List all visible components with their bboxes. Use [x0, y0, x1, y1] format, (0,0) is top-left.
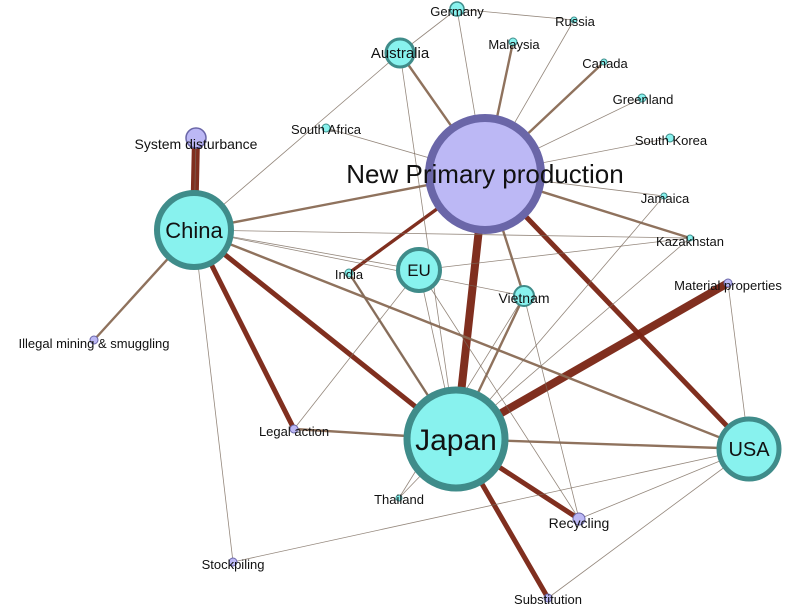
node-illegal: [89, 335, 99, 345]
node-greenland: [637, 93, 647, 103]
node-substitution: [543, 593, 553, 603]
node-sysdist: [185, 127, 207, 149]
node-canada: [600, 58, 608, 66]
edge-japan-jamaica: [455, 195, 665, 440]
edge-eu-legal: [293, 269, 420, 430]
edge-vietnam-recycling: [523, 295, 580, 520]
label-china: China: [165, 218, 223, 243]
node-usa: [716, 416, 782, 482]
node-india: [344, 268, 354, 278]
label-npp: New Primary production: [346, 159, 623, 189]
node-southafrica: [321, 123, 331, 133]
node-japan: [403, 386, 509, 492]
label-russia: Russia: [555, 14, 596, 29]
label-stockpiling: Stockpiling: [202, 557, 265, 572]
label-southafrica: South Africa: [291, 122, 362, 137]
node-recycling: [572, 512, 586, 526]
node-australia: [384, 37, 416, 69]
node-thailand: [395, 494, 403, 502]
edge-china-kazakhstan: [193, 229, 691, 239]
label-australia: Australia: [371, 45, 430, 62]
label-usa: USA: [728, 439, 770, 461]
node-germany: [449, 1, 465, 17]
label-vietnam: Vietnam: [498, 290, 549, 306]
label-canada: Canada: [582, 56, 628, 71]
label-india: India: [335, 267, 364, 282]
edge-australia-japan: [399, 52, 457, 440]
edge-china-japan: [191, 227, 459, 442]
label-illegal: Illegal mining & smuggling: [18, 336, 169, 351]
label-malaysia: Malaysia: [488, 37, 540, 52]
edge-china-usa: [192, 228, 751, 451]
label-eu: EU: [407, 261, 431, 280]
edge-usa-stockpiling: [232, 448, 750, 563]
label-thailand: Thailand: [374, 492, 424, 507]
edge-australia-china: [193, 52, 401, 231]
node-legal: [289, 424, 299, 434]
edge-usa-substitution: [547, 448, 750, 599]
edge-npp-usa: [482, 171, 752, 452]
edge-china-stockpiling: [193, 229, 234, 563]
node-china: [154, 190, 234, 270]
node-stockpiling: [228, 557, 238, 567]
edge-eu-kazakhstan: [418, 237, 691, 271]
label-jamaica: Jamaica: [641, 191, 690, 206]
label-sysdist: System disturbance: [135, 136, 258, 152]
label-germany: Germany: [430, 4, 484, 19]
node-vietnam: [513, 285, 535, 307]
node-kazakhstan: [686, 234, 694, 242]
label-matprop: Material properties: [674, 278, 782, 293]
node-southkorea: [665, 133, 675, 143]
edge-china-vietnam: [193, 229, 525, 297]
label-legal: Legal action: [259, 424, 329, 439]
edge-germany-russia: [456, 8, 575, 21]
node-layer: [89, 1, 782, 603]
label-greenland: Greenland: [613, 92, 674, 107]
node-npp: [425, 114, 545, 234]
node-russia: [570, 16, 578, 24]
label-recycling: Recycling: [549, 515, 610, 531]
label-japan: Japan: [415, 424, 497, 457]
label-kazakhstan: Kazakhstan: [656, 234, 724, 249]
edge-recycling-eu: [418, 269, 580, 520]
node-jamaica: [660, 192, 668, 200]
label-substitution: Substitution: [514, 592, 582, 607]
node-matprop: [723, 278, 733, 288]
label-southkorea: South Korea: [635, 133, 708, 148]
node-malaysia: [508, 37, 518, 47]
node-eu: [396, 247, 442, 293]
